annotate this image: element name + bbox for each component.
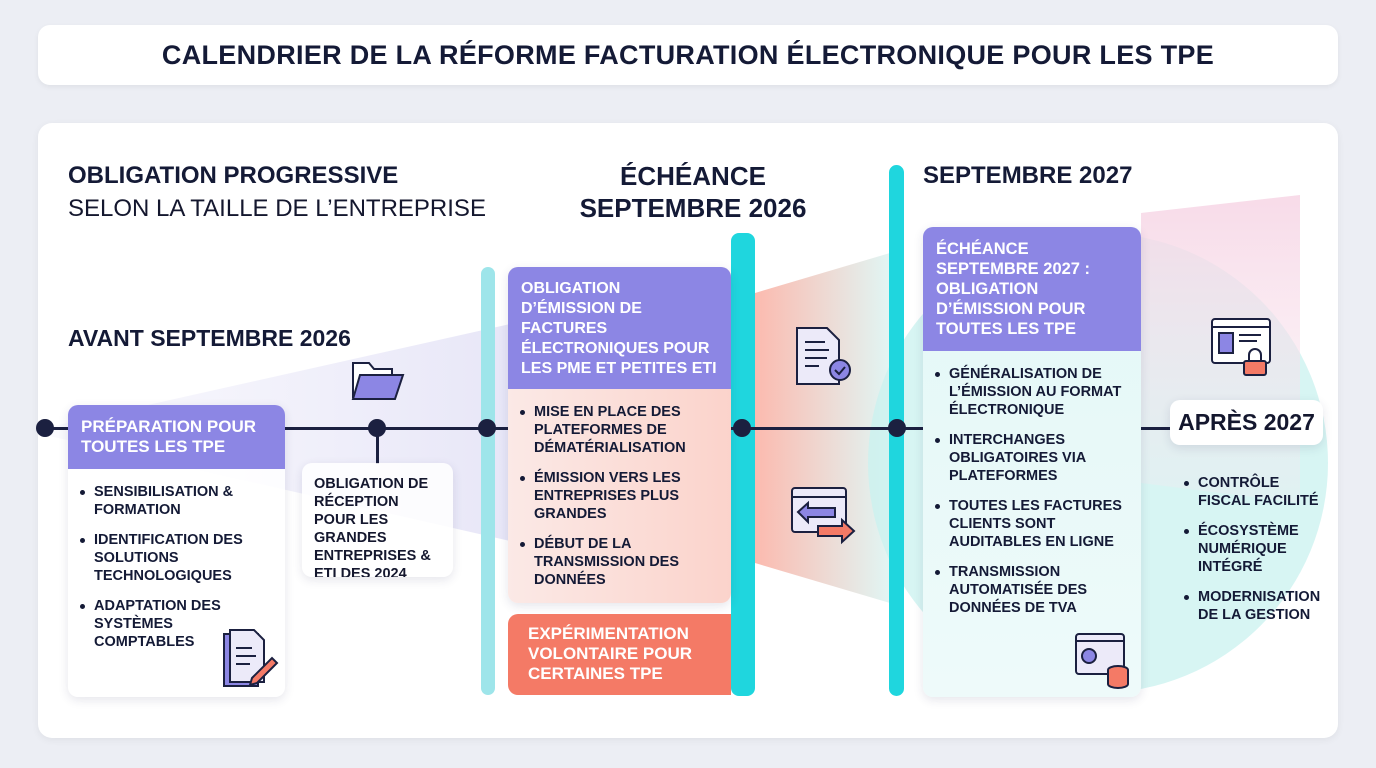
title-bar: CALENDRIER DE LA RÉFORME FACTURATION ÉLE… [38, 25, 1338, 85]
header-deadline-2026: ÉCHÉANCE SEPTEMBRE 2026 [560, 160, 826, 224]
list-item: DÉBUT DE LA TRANSMISSION DES DONNÉES [520, 535, 719, 589]
timeline-connector [376, 428, 379, 464]
card-preparation: PRÉPARATION POUR TOUTES LES TPE SENSIBIL… [68, 405, 285, 697]
exchange-arrows-icon [791, 487, 856, 545]
after-2027-label: APRÈS 2027 [1170, 400, 1323, 445]
card-title: OBLIGATION D’ÉMISSION DE FACTURES ÉLECTR… [508, 267, 731, 389]
page-title: CALENDRIER DE LA RÉFORME FACTURATION ÉLE… [161, 39, 1215, 70]
list-item: ADAPTATION DES SYSTÈMES COMPTABLES [80, 597, 273, 651]
timeline-dot [888, 419, 906, 437]
list-item: TRANSMISSION AUTOMATISÉE DES DONNÉES DE … [935, 563, 1129, 617]
timeline-dot [368, 419, 386, 437]
card-experimentation: EXPÉRIMENTATION VOLONTAIRE POUR CERTAINE… [508, 614, 731, 695]
timeline-dot [36, 419, 54, 437]
list-item: TOUTES LES FACTURES CLIENTS SONT AUDITAB… [935, 497, 1129, 551]
list-item: GÉNÉRALISATION DE L’ÉMISSION AU FORMAT É… [935, 365, 1129, 419]
list-item: INTERCHANGES OBLIGATOIRES VIA PLATEFORME… [935, 431, 1129, 485]
header-progressive-sub: SELON LA TAILLE DE L’ENTREPRISE [68, 195, 486, 222]
list-item: ÉCOSYSTÈME NUMÉRIQUE INTÉGRÉ [1184, 522, 1330, 576]
card-title: ÉCHÉANCE SEPTEMBRE 2027 : OBLIGATION D’É… [923, 227, 1141, 351]
card-reception: OBLIGATION DE RÉCEPTION POUR LES GRANDES… [302, 463, 453, 577]
list-item: SENSIBILISATION & FORMATION [80, 483, 273, 519]
list-item: CONTRÔLE FISCAL FACILITÉ [1184, 474, 1330, 510]
milestone-bar-2026 [731, 233, 755, 696]
secure-browser-icon [1211, 318, 1271, 376]
list-item: IDENTIFICATION DES SOLUTIONS TECHNOLOGIQ… [80, 531, 273, 585]
timeline-dot [478, 419, 496, 437]
folder-icon [351, 362, 405, 400]
bullet-list: SENSIBILISATION & FORMATION IDENTIFICATI… [68, 469, 285, 651]
document-edit-icon [223, 629, 279, 687]
document-check-icon [796, 327, 851, 385]
header-deadline-date: SEPTEMBRE 2026 [579, 193, 807, 223]
timeline-dot [733, 419, 751, 437]
card-tpe-2027: ÉCHÉANCE SEPTEMBRE 2027 : OBLIGATION D’É… [923, 227, 1141, 697]
list-item: MISE EN PLACE DES PLATEFORMES DE DÉMATÉR… [520, 403, 719, 457]
header-progressive: OBLIGATION PROGRESSIVE [68, 162, 399, 189]
card-emission-pme: OBLIGATION D’ÉMISSION DE FACTURES ÉLECTR… [508, 267, 731, 603]
card-title: PRÉPARATION POUR TOUTES LES TPE [68, 405, 285, 469]
header-before-2026: AVANT SEPTEMBRE 2026 [68, 325, 351, 351]
list-item: MODERNISATION DE LA GESTION [1184, 588, 1330, 624]
after-2027-list: CONTRÔLE FISCAL FACILITÉ ÉCOSYSTÈME NUMÉ… [1172, 460, 1342, 636]
list-item: ÉMISSION VERS LES ENTREPRISES PLUS GRAND… [520, 469, 719, 523]
milestone-bar-light [481, 267, 495, 695]
bullet-list: MISE EN PLACE DES PLATEFORMES DE DÉMATÉR… [508, 389, 731, 589]
bullet-list: GÉNÉRALISATION DE L’ÉMISSION AU FORMAT É… [923, 351, 1141, 617]
data-analytics-icon [1075, 633, 1129, 689]
header-deadline-label: ÉCHÉANCE [620, 161, 766, 191]
header-2027: SEPTEMBRE 2027 [923, 162, 1133, 189]
